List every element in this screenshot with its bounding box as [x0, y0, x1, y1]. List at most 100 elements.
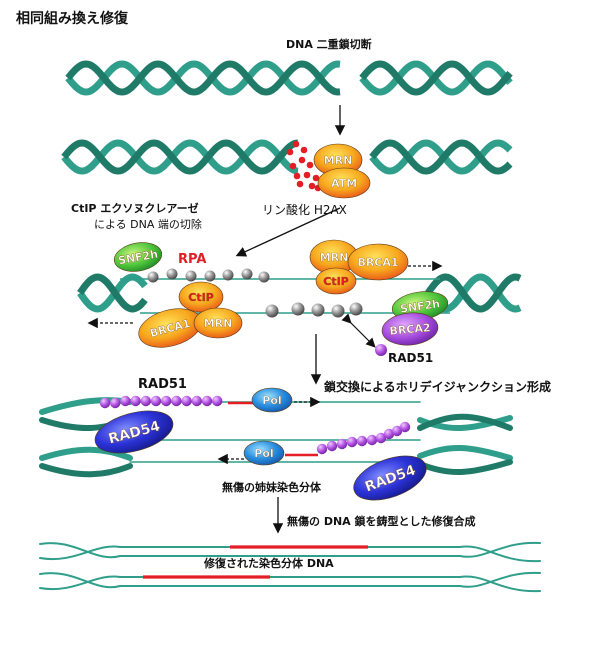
- snf2h-protein-left: SNF2h: [113, 242, 163, 272]
- rpa-bead: [331, 304, 345, 318]
- rad51-bead: [336, 438, 348, 450]
- rad51-bead: [366, 434, 378, 446]
- helix-left-resect-strand: [77, 273, 148, 313]
- label-dsb: DNA 二重鎖切断: [286, 38, 372, 51]
- rad51-bead: [346, 436, 358, 448]
- helix-right-dsb-strand: [359, 60, 513, 96]
- brca2-protein-shape: [381, 312, 439, 346]
- brca1-protein-right-label: BRCA1: [357, 256, 398, 269]
- snf2h-protein-left-shape: [113, 242, 163, 272]
- mrn-protein-left: MRN: [193, 307, 243, 339]
- label-sister-chromatid: 無傷の姉妹染色分体: [222, 481, 321, 494]
- snf2h-protein-right-label: SNF2h: [399, 297, 441, 315]
- arrow-to-resection: [235, 207, 341, 257]
- rad54-protein-right: RAD54: [353, 455, 427, 501]
- rad54-protein-right-shape: [353, 455, 427, 501]
- rad51-bead: [316, 443, 328, 455]
- label-rpa: RPA: [178, 252, 207, 267]
- brca1-protein-right-shape: [347, 243, 409, 281]
- red-dot: [312, 174, 320, 182]
- rpa-bead: [241, 268, 253, 280]
- helix-right-mrn-strand: [369, 139, 513, 175]
- repaired-duplex-bottom-r1: [459, 575, 541, 593]
- helix-left-dsb-strand: [65, 60, 341, 96]
- rpa-bead: [147, 271, 159, 283]
- rad51-bead: [181, 395, 192, 407]
- mrn-protein-left-shape: [193, 307, 243, 339]
- label-ctip-line2: による DNA 端の切除: [94, 218, 202, 231]
- rad51-bead: [326, 440, 338, 452]
- repaired-duplex-top-l1: [39, 542, 121, 559]
- label-phospho-h2ax: リン酸化 H2AX: [262, 203, 347, 217]
- pol-protein-top: Pol: [251, 387, 293, 413]
- rad51-bead: [110, 397, 121, 409]
- atm-protein-stage2-label: ATM: [331, 177, 357, 190]
- label-repaired-dna: 修復された染色分体 DNA: [204, 557, 334, 570]
- pol-protein-bottom-label: Pol: [254, 447, 273, 460]
- repaired-duplex-top-r1: [459, 545, 541, 563]
- rpa-bead: [265, 304, 279, 318]
- helix-right-resect-strand: [425, 273, 522, 313]
- repaired-duplex-bottom-r2: [459, 571, 541, 588]
- rpa-bead: [166, 268, 178, 280]
- rad51-bead: [171, 395, 182, 407]
- pol-protein-top-shape: [251, 387, 293, 413]
- helix-left-resect: [77, 273, 148, 313]
- helix-left-mrn-strand: [61, 139, 299, 175]
- red-dot: [303, 171, 311, 179]
- strand-hj-bot-left-2: [39, 463, 133, 478]
- helix-left-mrn: [61, 139, 299, 175]
- label-rad51-top: RAD51: [138, 377, 187, 392]
- rpa-bead: [291, 302, 305, 316]
- rad51-bead: [150, 395, 162, 407]
- repaired-duplex-bottom-l2: [39, 575, 121, 591]
- rad51-bead: [391, 425, 403, 437]
- ctip-protein-left: CtIP: [178, 281, 224, 313]
- helix-left-mrn-strand: [61, 139, 299, 175]
- rad51-bead: [140, 395, 151, 407]
- ctip-protein-left-label: CtIP: [188, 291, 214, 304]
- rpa-bead: [258, 271, 270, 283]
- brca2-protein-label: BRCA2: [389, 321, 431, 338]
- arrow-layer: [87, 105, 443, 534]
- rad51-bead: [375, 432, 387, 444]
- repaired-duplex-top-r2: [459, 541, 541, 558]
- rad51-bead: [161, 395, 172, 407]
- mrn-protein-right: MRN: [309, 239, 359, 275]
- helix-right-mrn: [369, 139, 513, 175]
- ctip-protein-left-shape: [178, 281, 224, 313]
- red-dot: [286, 148, 294, 156]
- strand-hj-top-right-2: [417, 413, 513, 431]
- diagram-title: 相同組み換え修復: [16, 11, 128, 27]
- strand-hj-bot-left-1: [39, 446, 133, 461]
- mrn-protein-left-label: MRN: [204, 317, 233, 330]
- rpa-bead: [222, 269, 234, 281]
- brca1-protein-left: BRCA1: [138, 308, 202, 348]
- rpa-bead: [349, 302, 363, 316]
- red-dot: [300, 146, 308, 154]
- label-rad51-small: RAD51: [388, 351, 434, 365]
- rad51-bead: [212, 395, 223, 407]
- arrow-rad51-exchange: [341, 313, 376, 348]
- helix-left-resect-strand: [77, 273, 148, 313]
- rpa-bead: [311, 303, 325, 317]
- pol-protein-bottom-shape: [243, 440, 285, 466]
- snf2h-protein-right: SNF2h: [391, 291, 449, 321]
- red-dot: [289, 162, 297, 170]
- rpa-bead: [185, 270, 197, 282]
- rad51-bead: [356, 435, 368, 447]
- rad51-bead: [99, 397, 111, 409]
- rpa-bead: [204, 270, 216, 282]
- red-dot: [293, 172, 301, 180]
- helix-left-dsb: [65, 60, 341, 96]
- repaired-duplex-bottom-l1: [39, 572, 121, 589]
- ctip-protein-right: CtIP: [315, 267, 357, 295]
- strand-hj-bot-right-2: [417, 459, 513, 475]
- atm-protein-stage2-shape: [317, 167, 371, 199]
- red-dot: [292, 140, 300, 148]
- repaired-duplex-top-l2: [39, 545, 121, 561]
- red-dot: [306, 161, 314, 169]
